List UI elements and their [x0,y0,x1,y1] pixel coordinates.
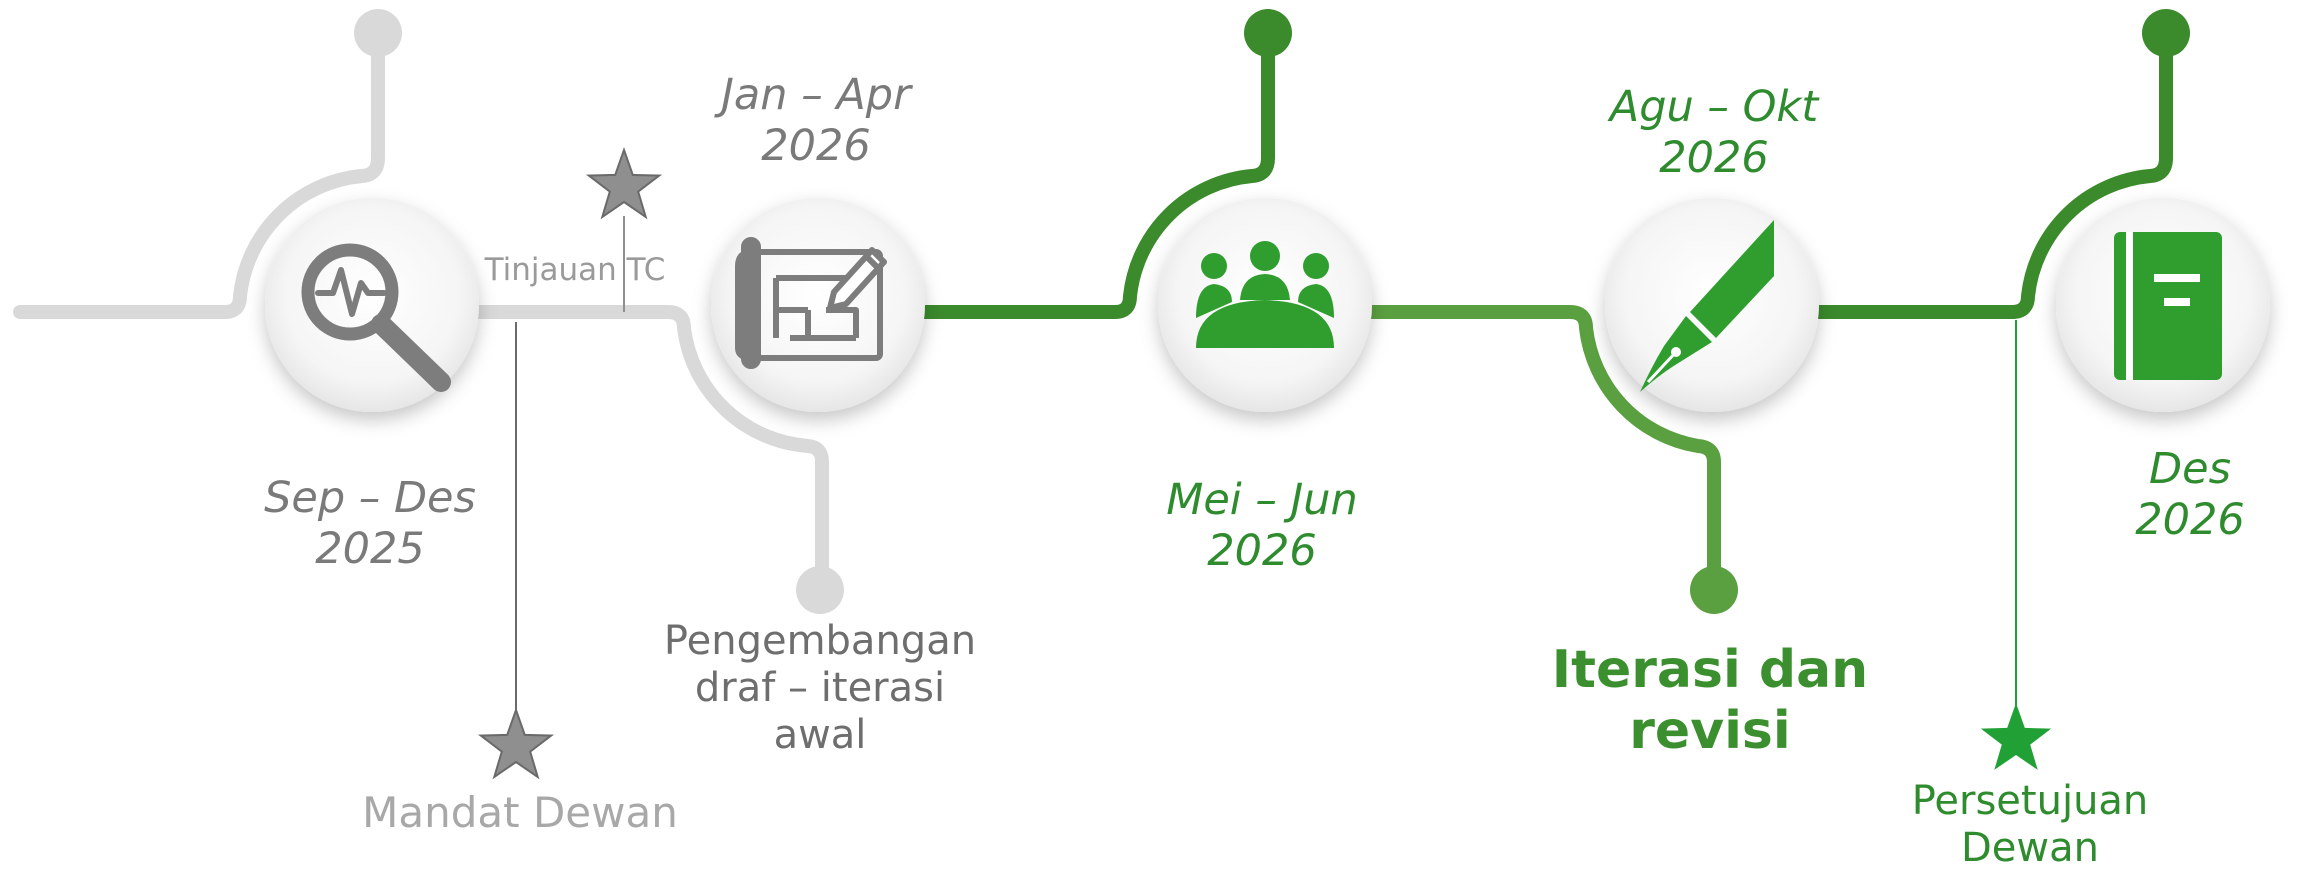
approval-line: Persetujuan [1911,778,2149,824]
milestone-5-date: Des 2026 [2090,444,2290,545]
phase-line: draf – iterasi [694,665,946,712]
path-segment-3 [893,26,1275,319]
path-end-dot-1 [354,9,402,57]
date-year: 2026 [761,120,871,171]
date-range: Agu – Okt [1609,82,1819,132]
phase-label-draft: Pengembangan draf – iterasi awal [640,618,1000,760]
phase-line: Pengembangan [663,618,977,664]
milestone-circle-5 [2056,198,2270,412]
blueprint-pencil-icon [735,237,887,369]
milestone-circle-2 [711,198,925,412]
milestone-circle-1 [265,198,479,412]
date-range: Sep – Des [264,473,476,523]
date-year: 2026 [1207,525,1317,576]
star-icon [1980,703,2052,770]
milestone-circle-4 [1605,198,1819,412]
phase-line: awal [773,712,867,759]
date-range: Des [2149,444,2231,494]
board-mandate-label: Mandat Dewan [362,788,678,837]
path-end-dot-3 [1244,9,1292,57]
book-icon [2114,232,2222,380]
date-range: Jan – Apr [721,70,911,120]
path-end-dot-2 [796,566,844,614]
path-segment-4 [1343,305,1721,595]
phase-label-revision: Iterasi dan revisi [1530,640,1890,763]
board-approval-marker [1980,320,2052,770]
star-icon [477,706,555,780]
path-end-dot-5 [2142,9,2190,57]
milestone-1-date: Sep – Des 2025 [240,473,500,574]
milestone-2-date: Jan – Apr 2026 [686,70,946,171]
date-range: Mei – Jun [1166,475,1358,525]
magnifier-heartbeat-icon [301,243,451,392]
board-approval-label: Persetujuan Dewan [1880,778,2180,872]
path-segment-1 [13,26,385,319]
star-icon [585,146,663,220]
milestone-4-date: Agu – Okt 2026 [1584,82,1844,183]
path-segment-5 [1798,26,2173,319]
tc-review-label: Tinjauan TC [484,252,666,288]
approval-line: Dewan [1961,825,2099,872]
tc-review-marker [585,146,663,312]
date-year: 2026 [1659,132,1769,183]
date-year: 2026 [2135,494,2245,545]
milestone-circle-3 [1158,198,1372,412]
timeline-path [13,26,2173,595]
path-end-dot-4 [1690,566,1738,614]
path-segment-2 [451,305,829,592]
phase-line: Iterasi dan [1551,640,1869,700]
date-year: 2025 [315,523,425,574]
fountain-pen-icon [1640,220,1774,392]
milestone-3-date: Mei – Jun 2026 [1132,475,1392,576]
board-mandate-marker [477,322,555,780]
meeting-table-icon [1196,241,1334,348]
phase-line: revisi [1629,701,1791,762]
